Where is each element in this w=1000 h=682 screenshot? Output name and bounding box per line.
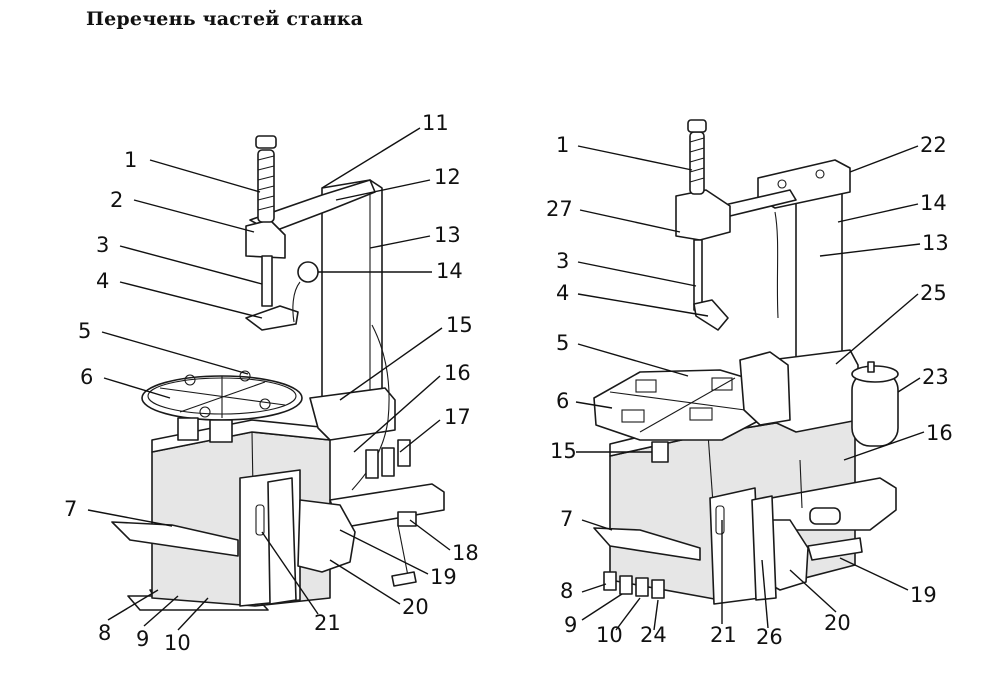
- tool-shelf-right: [593, 527, 701, 561]
- callout-label: 10: [596, 623, 623, 647]
- rubber-pad: [267, 477, 297, 605]
- callout-label: 19: [430, 565, 457, 589]
- callout-label: 4: [556, 281, 569, 305]
- callout-label: 6: [80, 365, 93, 389]
- callout-label: 13: [434, 223, 461, 247]
- clamp-jaws: [159, 370, 286, 418]
- callout-label: 10: [164, 631, 191, 655]
- callout-label: 3: [556, 249, 569, 273]
- callout-label: 1: [124, 148, 137, 172]
- clamp-jaws-right: [609, 377, 761, 433]
- callout-label: 6: [556, 389, 569, 413]
- vertical-shaft: [255, 135, 277, 307]
- callout-label: 3: [96, 233, 109, 257]
- callout-label: 13: [922, 231, 949, 255]
- callout-label: 9: [136, 627, 149, 651]
- callout-label: 15: [550, 439, 577, 463]
- bead-breaker-shoe: [297, 499, 356, 573]
- right-machine-drawing: [593, 119, 899, 605]
- column: [321, 179, 383, 411]
- callout-label: 23: [922, 365, 949, 389]
- jaw-cylinder: [177, 417, 199, 441]
- callout-label: 12: [434, 165, 461, 189]
- callout-label: 16: [444, 361, 471, 385]
- callout-label: 18: [452, 541, 479, 565]
- callout-label: 2: [110, 188, 123, 212]
- air-tank: [851, 361, 899, 447]
- callout-label: 26: [756, 625, 783, 649]
- callout-label: 19: [910, 583, 937, 607]
- callout-label: 17: [444, 405, 471, 429]
- callout-label: 27: [546, 197, 573, 221]
- bead-lever-gear: [297, 261, 319, 283]
- callout-label: 8: [98, 621, 111, 645]
- column-base: [309, 387, 396, 441]
- left-machine-drawing: [111, 135, 445, 611]
- callout-label: 4: [96, 269, 109, 293]
- callout-label: 21: [710, 623, 737, 647]
- right-callouts: 1 27 3 4 5 6 15 7 8 9 10 24 21 26 20 19 …: [546, 133, 953, 649]
- callout-label: 16: [926, 421, 953, 445]
- callout-label: 15: [446, 313, 473, 337]
- callout-label: 14: [436, 259, 463, 283]
- callout-label: 21: [314, 611, 341, 635]
- callout-label: 24: [640, 623, 667, 647]
- callout-label: 22: [920, 133, 947, 157]
- callout-label: 11: [422, 111, 449, 135]
- pedals-right: [603, 571, 665, 599]
- callout-label: 25: [920, 281, 947, 305]
- vertical-shaft-right: [687, 119, 707, 311]
- arm-head-right: [675, 189, 731, 241]
- bead-breaker-cylinder: [397, 511, 417, 527]
- tilt-housing: [739, 351, 791, 426]
- callout-label: 7: [560, 507, 573, 531]
- filter-regulator: [365, 439, 411, 479]
- callout-label: 1: [556, 133, 569, 157]
- callout-label: 7: [64, 497, 77, 521]
- bead-breaker-foot: [807, 537, 863, 561]
- callout-label: 5: [78, 319, 91, 343]
- callout-label: 8: [560, 579, 573, 603]
- callout-label: 20: [824, 611, 851, 635]
- callout-label: 20: [402, 595, 429, 619]
- callout-label: 9: [564, 613, 577, 637]
- left-callouts: 1 2 3 4 5 6 7 8 9 10 11 12 13 14 15 16 1…: [64, 111, 479, 655]
- rubber-pad-right: [751, 495, 777, 601]
- callout-label: 5: [556, 331, 569, 355]
- callout-label: 14: [920, 191, 947, 215]
- mount-head: [245, 305, 299, 331]
- bead-breaker-cylinder-right: [809, 507, 841, 525]
- page-title: Перечень частей станка: [86, 8, 364, 30]
